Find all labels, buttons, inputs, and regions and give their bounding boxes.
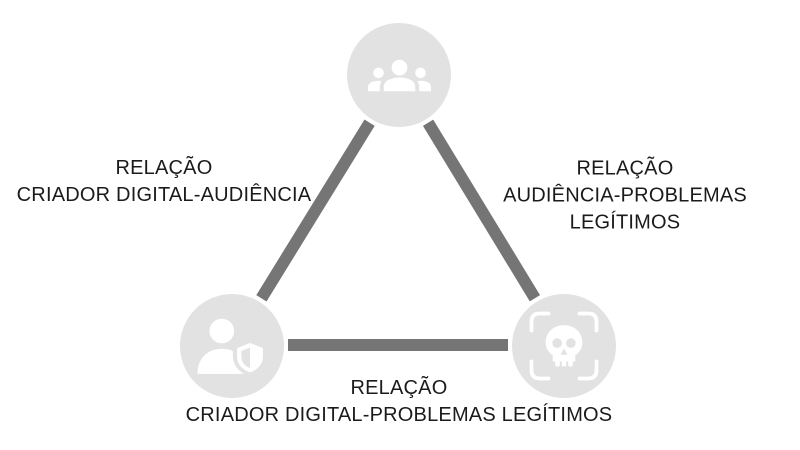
label-line: LEGÍTIMOS	[569, 211, 681, 234]
node-audience	[347, 23, 451, 127]
people-group-icon	[367, 59, 431, 91]
label-line: RELAÇÃO	[350, 377, 448, 399]
label-line: AUDIÊNCIA-PROBLEMAS	[503, 184, 747, 207]
label-line: CRIADOR DIGITAL-PROBLEMAS LEGÍTIMOS	[185, 404, 613, 426]
person-shield-icon	[197, 318, 268, 377]
label-line: RELAÇÃO	[576, 157, 674, 180]
label-creator-audience: RELAÇÃO CRIADOR DIGITAL-AUDIÊNCIA	[17, 155, 312, 209]
node-digital-creator	[180, 294, 284, 398]
label-creator-problems: RELAÇÃO CRIADOR DIGITAL-PROBLEMAS LEGÍTI…	[186, 375, 613, 429]
label-line: RELAÇÃO	[115, 157, 213, 179]
edge-audience-problems	[422, 119, 541, 302]
label-audience-problems: RELAÇÃO AUDIÊNCIA-PROBLEMAS LEGÍTIMOS	[503, 156, 747, 237]
skull-viewfinder-icon	[529, 311, 599, 381]
node-legitimate-problems	[512, 294, 616, 398]
edge-creator-audience	[256, 119, 375, 302]
label-line: CRIADOR DIGITAL-AUDIÊNCIA	[16, 184, 312, 206]
